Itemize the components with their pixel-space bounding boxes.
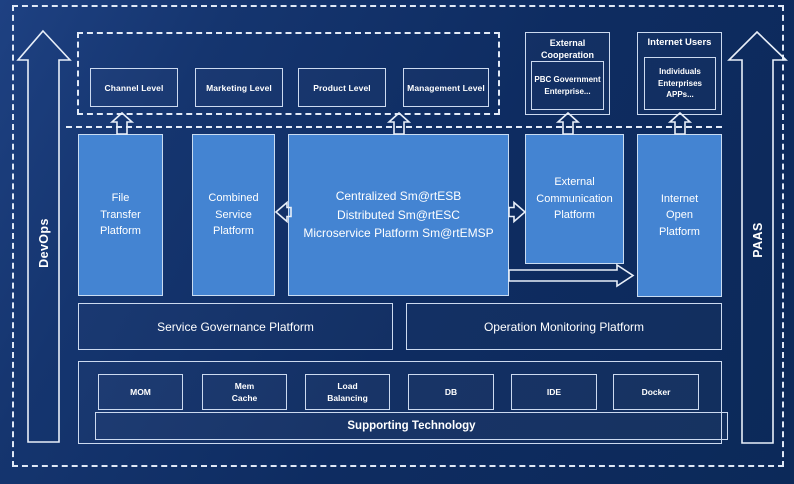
internet-users-members-box: Individuals Enterprises APPs... — [644, 57, 716, 110]
tech-label: DB — [444, 386, 458, 397]
external-cooperation-members: PBC Government Enterprise... — [534, 74, 601, 96]
file-transfer-platform-box: File Transfer Platform — [78, 134, 163, 296]
combined-service-platform-label: Combined Service Platform — [208, 192, 259, 238]
external-cooperation-members-box: PBC Government Enterprise... — [531, 61, 604, 110]
tech-label: IDE — [546, 386, 562, 397]
level-box-marketing: Marketing Level — [195, 68, 283, 107]
level-label: Channel Level — [104, 82, 164, 93]
tech-box-docker: Docker — [613, 374, 699, 410]
tech-label: Load Balancing — [327, 380, 368, 403]
internet-users-box: Internet Users Individuals Enterprises A… — [637, 32, 722, 115]
service-governance-platform-label: Service Governance Platform — [157, 319, 314, 334]
devops-rail-label: DevOps — [37, 218, 51, 268]
external-communication-platform-box: External Communication Platform — [525, 134, 624, 264]
operation-monitoring-platform-label: Operation Monitoring Platform — [483, 319, 645, 334]
service-governance-platform-box: Service Governance Platform — [78, 303, 393, 350]
internet-users-members: Individuals Enterprises APPs... — [657, 67, 703, 100]
level-box-product: Product Level — [298, 68, 386, 107]
external-cooperation-title: External Cooperation — [541, 38, 594, 61]
central-esb-platform-box: Centralized Sm@rtESB Distributed Sm@rtES… — [288, 134, 509, 296]
level-box-management: Management Level — [403, 68, 489, 107]
internet-users-title: Internet Users — [647, 37, 712, 48]
level-label: Product Level — [313, 82, 371, 93]
operation-monitoring-platform-box: Operation Monitoring Platform — [406, 303, 722, 350]
internet-open-platform-box: Internet Open Platform — [637, 134, 722, 297]
tech-box-load-balancing: Load Balancing — [305, 374, 390, 410]
external-cooperation-box: External Cooperation PBC Government Ente… — [525, 32, 610, 115]
paas-rail-label: PAAS — [751, 222, 765, 258]
tech-label: MOM — [130, 386, 151, 397]
supporting-technology-container — [78, 361, 722, 444]
tech-label: Docker — [641, 386, 671, 397]
level-box-channel: Channel Level — [90, 68, 178, 107]
tech-box-mem-cache: Mem Cache — [202, 374, 287, 410]
level-group-container — [77, 32, 500, 115]
file-transfer-platform-label: File Transfer Platform — [100, 192, 141, 238]
tech-box-mom: MOM — [98, 374, 183, 410]
tech-label: Mem Cache — [231, 380, 258, 403]
central-esb-platform-label: Centralized Sm@rtESB Distributed Sm@rtES… — [303, 189, 494, 241]
combined-service-platform-box: Combined Service Platform — [192, 134, 275, 296]
external-communication-platform-label: External Communication Platform — [536, 176, 613, 222]
internet-open-platform-label: Internet Open Platform — [659, 192, 700, 238]
supporting-technology-label: Supporting Technology — [347, 420, 476, 432]
supporting-technology-bar: Supporting Technology — [95, 412, 728, 440]
level-label: Management Level — [407, 82, 485, 93]
tech-box-db: DB — [408, 374, 494, 410]
tech-box-ide: IDE — [511, 374, 597, 410]
layer-separator-dashed-line — [66, 126, 722, 128]
level-label: Marketing Level — [206, 82, 272, 93]
